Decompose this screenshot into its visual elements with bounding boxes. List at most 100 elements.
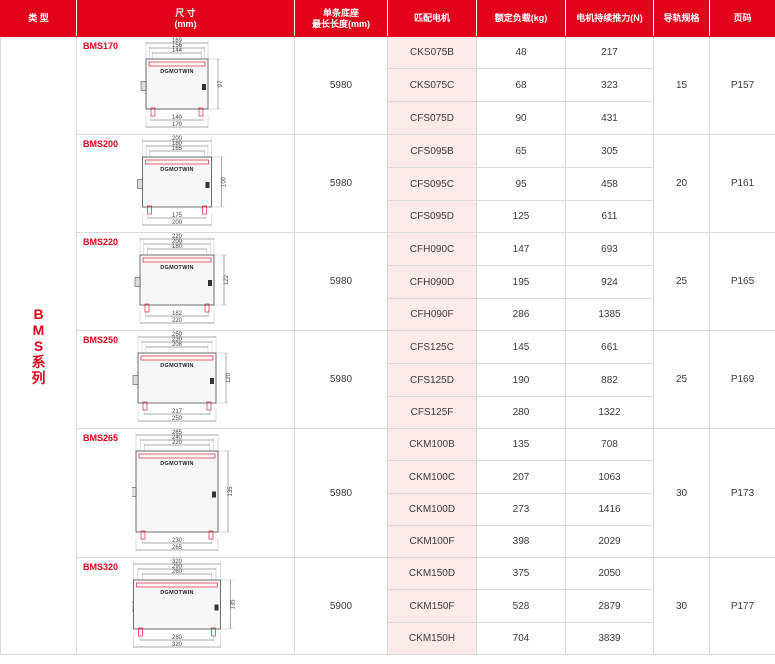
base-foot	[140, 530, 146, 540]
page-cell: P169	[709, 330, 775, 429]
category-char: B	[33, 305, 44, 322]
header-size: 尺 寸(mm)	[76, 0, 295, 37]
limit-sensor	[202, 84, 206, 90]
dimension-label: 320	[172, 559, 183, 565]
rail-outline	[136, 582, 218, 588]
base-body	[135, 450, 219, 533]
force-cell: 693	[565, 232, 654, 266]
dimension-label: 250	[172, 416, 183, 422]
dimension-label: 169	[172, 38, 183, 44]
motor-cell: CKM150H	[387, 622, 477, 655]
base-foot	[202, 205, 207, 215]
rail-cell: 25	[653, 232, 710, 331]
brand-logo-text: DGMOTWIN	[160, 69, 194, 75]
brand-logo-text: DGMOTWIN	[160, 265, 194, 271]
force-cell: 1063	[565, 460, 654, 494]
load-cell: 65	[476, 134, 566, 168]
model-name: BMS265	[83, 433, 119, 443]
dimension-label: 200	[172, 239, 183, 245]
load-cell: 280	[476, 396, 566, 429]
base-foot	[211, 627, 216, 637]
rail-cell: 30	[653, 557, 710, 655]
cable-connector	[134, 277, 141, 287]
dimension-label: 156	[172, 43, 183, 49]
motor-cell: CKM100C	[387, 460, 477, 494]
force-cell: 217	[565, 36, 654, 69]
dimension-label: 220	[172, 234, 183, 240]
dimension-label: 200	[172, 220, 183, 226]
load-cell: 207	[476, 460, 566, 494]
rail-outline	[142, 257, 212, 263]
header-page: 页码	[709, 0, 775, 37]
max-length-cell: 5980	[294, 232, 388, 331]
rail-cell: 30	[653, 428, 710, 558]
dimension-label: 265	[172, 545, 183, 551]
max-length-cell: 5980	[294, 330, 388, 429]
base-body	[139, 254, 215, 306]
limit-sensor	[210, 378, 214, 384]
load-cell: 95	[476, 167, 566, 201]
load-cell: 195	[476, 265, 566, 299]
load-cell: 48	[476, 36, 566, 69]
category-char: M	[32, 321, 45, 338]
header-motor: 匹配电机	[387, 0, 477, 37]
force-cell: 1416	[565, 493, 654, 526]
height-label: 97	[218, 80, 224, 87]
height-label: 122	[224, 274, 230, 285]
load-cell: 68	[476, 68, 566, 102]
motor-cell: CKM150D	[387, 557, 477, 590]
header-force: 电机持续推力(N)	[565, 0, 654, 37]
force-cell: 305	[565, 134, 654, 168]
load-cell: 528	[476, 589, 566, 623]
motor-cell: CFS095D	[387, 200, 477, 233]
limit-sensor	[214, 604, 219, 611]
motor-cell: CKS075B	[387, 36, 477, 69]
base-foot	[204, 303, 210, 313]
motor-cell: CKM100F	[387, 525, 477, 558]
base-body	[142, 156, 212, 208]
load-cell: 375	[476, 557, 566, 590]
force-cell: 2029	[565, 525, 654, 558]
base-foot	[150, 107, 156, 117]
motor-cell: CKM150F	[387, 589, 477, 623]
motor-cell: CFS125D	[387, 363, 477, 397]
page-cell: P157	[709, 36, 775, 135]
base-foot	[144, 303, 150, 313]
category-char: S	[33, 337, 44, 354]
base-body	[137, 352, 217, 404]
force-cell: 1385	[565, 298, 654, 331]
dimension-label: 230	[172, 538, 183, 544]
base-body	[133, 579, 221, 630]
motor-cell: CFS095C	[387, 167, 477, 201]
base-foot	[142, 401, 148, 411]
motor-cell: CFS095B	[387, 134, 477, 168]
dimension-label: 280	[172, 635, 183, 641]
page-cell: P165	[709, 232, 775, 331]
rail-outline	[148, 61, 206, 67]
model-name: BMS250	[83, 335, 119, 345]
header-max-length: 单条底座最长长度(mm)	[294, 0, 388, 37]
dimension-label: 265	[172, 430, 183, 436]
cable-connector	[140, 81, 147, 91]
brand-logo-text: DGMOTWIN	[160, 363, 194, 369]
force-cell: 708	[565, 428, 654, 461]
motor-cell: CFS125C	[387, 330, 477, 364]
dimension-label: 230	[172, 337, 183, 343]
